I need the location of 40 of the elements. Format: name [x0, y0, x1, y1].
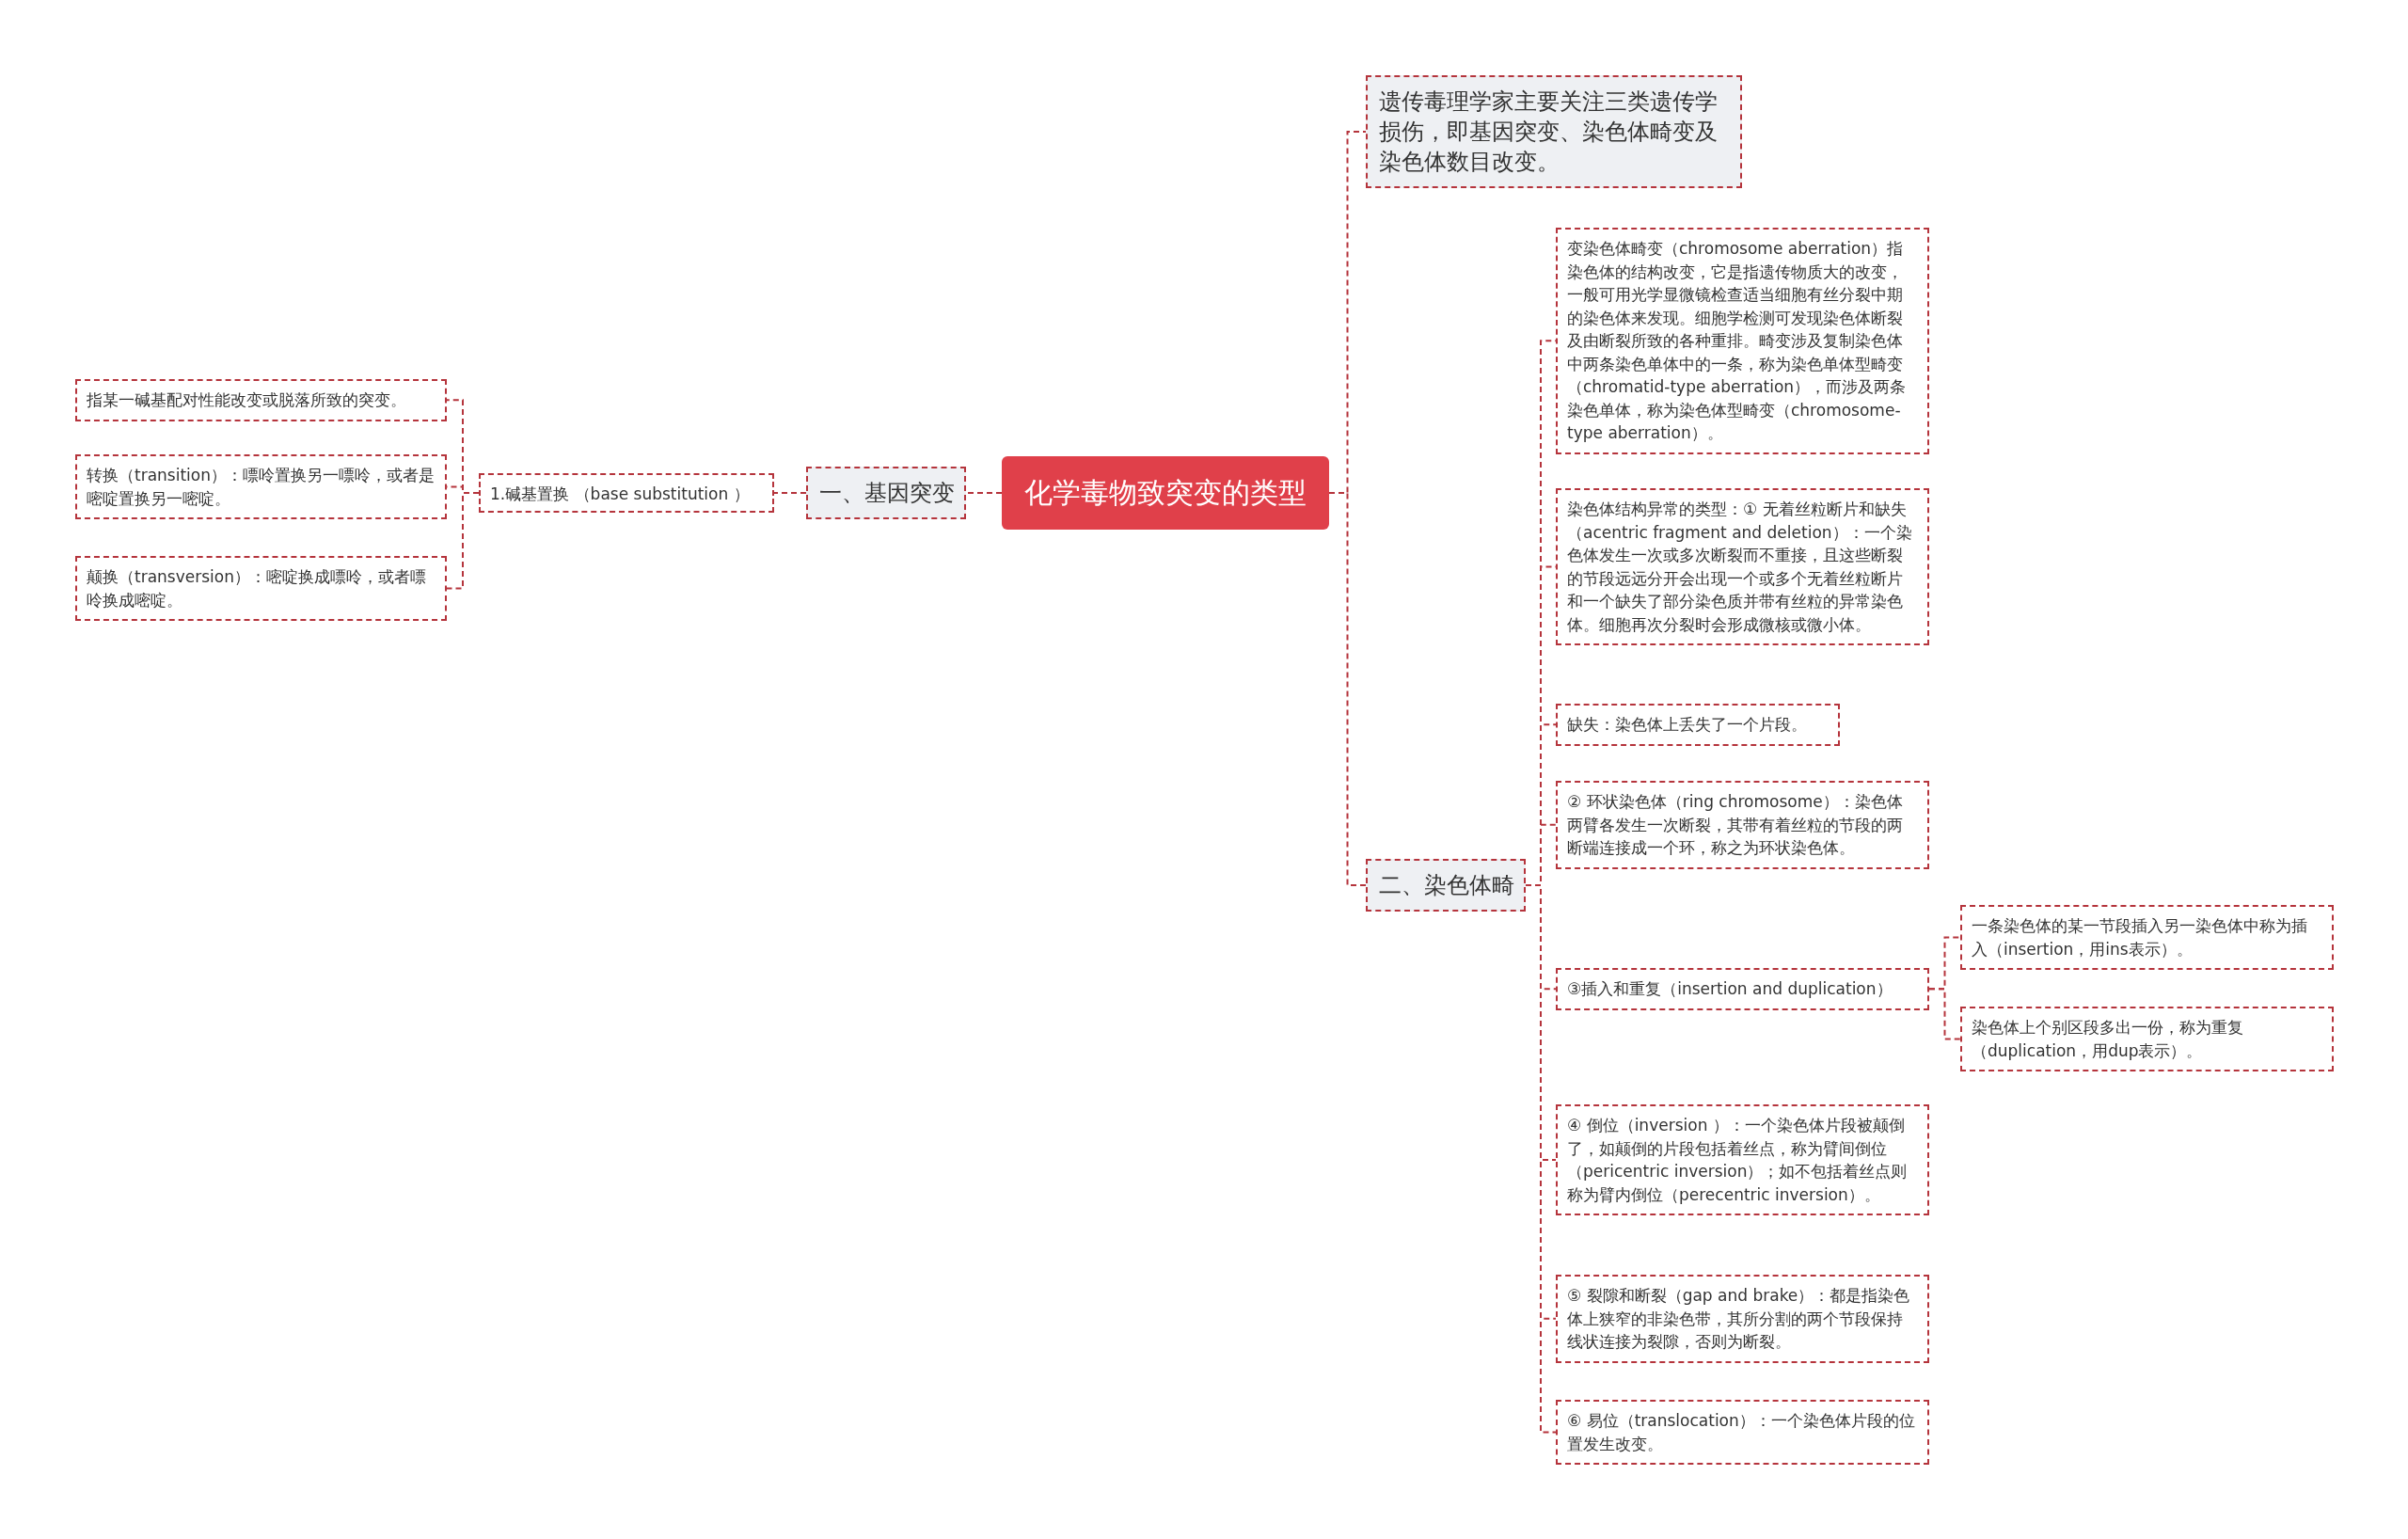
topic-text: 二、染色体畸: [1379, 871, 1513, 900]
topic-box: [1366, 859, 1526, 912]
topic-text: 变染色体畸变（chromosome aberration）指染色体的结构改变，它是指遗传物质大的改变，一般可用光学显微镜检查适当细胞有丝分裂中期的染色体来发现。细胞学检测可发现染色体断裂及由断裂所致的各种重排。畸变涉及复制染色体中两条染色单体中的一条，称为染色单体型畸变（chromatid-type aberration），而涉及两条染色单体，称为染色体型畸变（chromosome-type aberration）。: [1567, 238, 1908, 444]
topic-box: [1556, 228, 1929, 454]
topic-text: 遗传毒理学家主要关注三类遗传学损伤，即基因突变、染色体畸变及染色体数目改变。: [1379, 87, 1719, 177]
topic-text: ③插入和重复（insertion and duplication）: [1567, 978, 1893, 1000]
topic-text: 染色体上个别区段多出一份，称为重复（duplication，用dup表示）。: [1972, 1017, 2244, 1062]
topic-text: 1.碱基置换 （base substitution ）: [490, 484, 751, 505]
topic-text: ④ 倒位（inversion ）：一个染色体片段被颠倒了，如颠倒的片段包括着丝点，称为臂间倒位（pericentric inversion）；如不包括着丝点则称为臂内倒位（perecentric inversion）。: [1567, 1115, 1909, 1206]
connector-line: [446, 492, 480, 590]
connector-line: [1928, 988, 1961, 1040]
topic-box: [1556, 968, 1929, 1010]
topic-text: 染色体结构异常的类型：① 无着丝粒断片和缺失（acentric fragment and deletion）：一个染色体发生一次或多次断裂而不重接，且这些断裂的节段远远分开会出现一个或多个无着丝粒断片和一个缺失了部分染色质并带有丝粒的异常染色体。细胞再次分裂时会形成微核或微小体。: [1567, 499, 1913, 636]
topic-text: 一条染色体的某一节段插入另一染色体中称为插入（insertion，用ins表示）。: [1972, 915, 2308, 960]
topic-box: [75, 556, 447, 621]
topic-text: 指某一碱基配对性能改变或脱落所致的突变。: [87, 389, 407, 411]
topic-text: 颠换（transversion）：嘧啶换成嘌呤，或者嘌呤换成嘧啶。: [87, 566, 427, 611]
topic-box: [1960, 905, 2334, 970]
topic-text: 转换（transition）：嘌呤置换另一嘌呤，或者是嘧啶置换另一嘧啶。: [87, 465, 436, 510]
topic-text: ⑥ 易位（translocation）：一个染色体片段的位置发生改变。: [1567, 1410, 1916, 1455]
topic-text: 一、基因突变: [819, 479, 953, 508]
topic-box: [1556, 488, 1929, 645]
topic-box: [806, 467, 966, 519]
topic-box: [1556, 1275, 1929, 1363]
topic-text: ② 环状染色体（ring chromosome）：染色体两臂各发生一次断裂，其带有着丝粒的节段的两断端连接成一个环，称之为环状染色体。: [1567, 791, 1904, 859]
topic-text: 化学毒物致突变的类型: [1024, 475, 1307, 511]
topic-box: [1556, 1104, 1929, 1215]
topic-box: [1556, 781, 1929, 869]
connector-line: [773, 492, 807, 494]
topic-box: [75, 454, 447, 519]
topic-box: [1366, 75, 1742, 188]
central-topic: [1002, 456, 1329, 530]
topic-box: [75, 379, 447, 421]
topic-box: [1556, 704, 1840, 746]
topic-box: [479, 473, 774, 513]
topic-text: ⑤ 裂隙和断裂（gap and brake）：都是指染色体上狭窄的非染色带，其所分割的两个节段保持线状连接为裂隙，否则为断裂。: [1567, 1285, 1911, 1353]
topic-box: [1556, 1400, 1929, 1465]
topic-text: 缺失：染色体上丢失了一个片段。: [1567, 714, 1808, 736]
topic-box: [1960, 1007, 2334, 1071]
connector-line: [965, 492, 1003, 494]
